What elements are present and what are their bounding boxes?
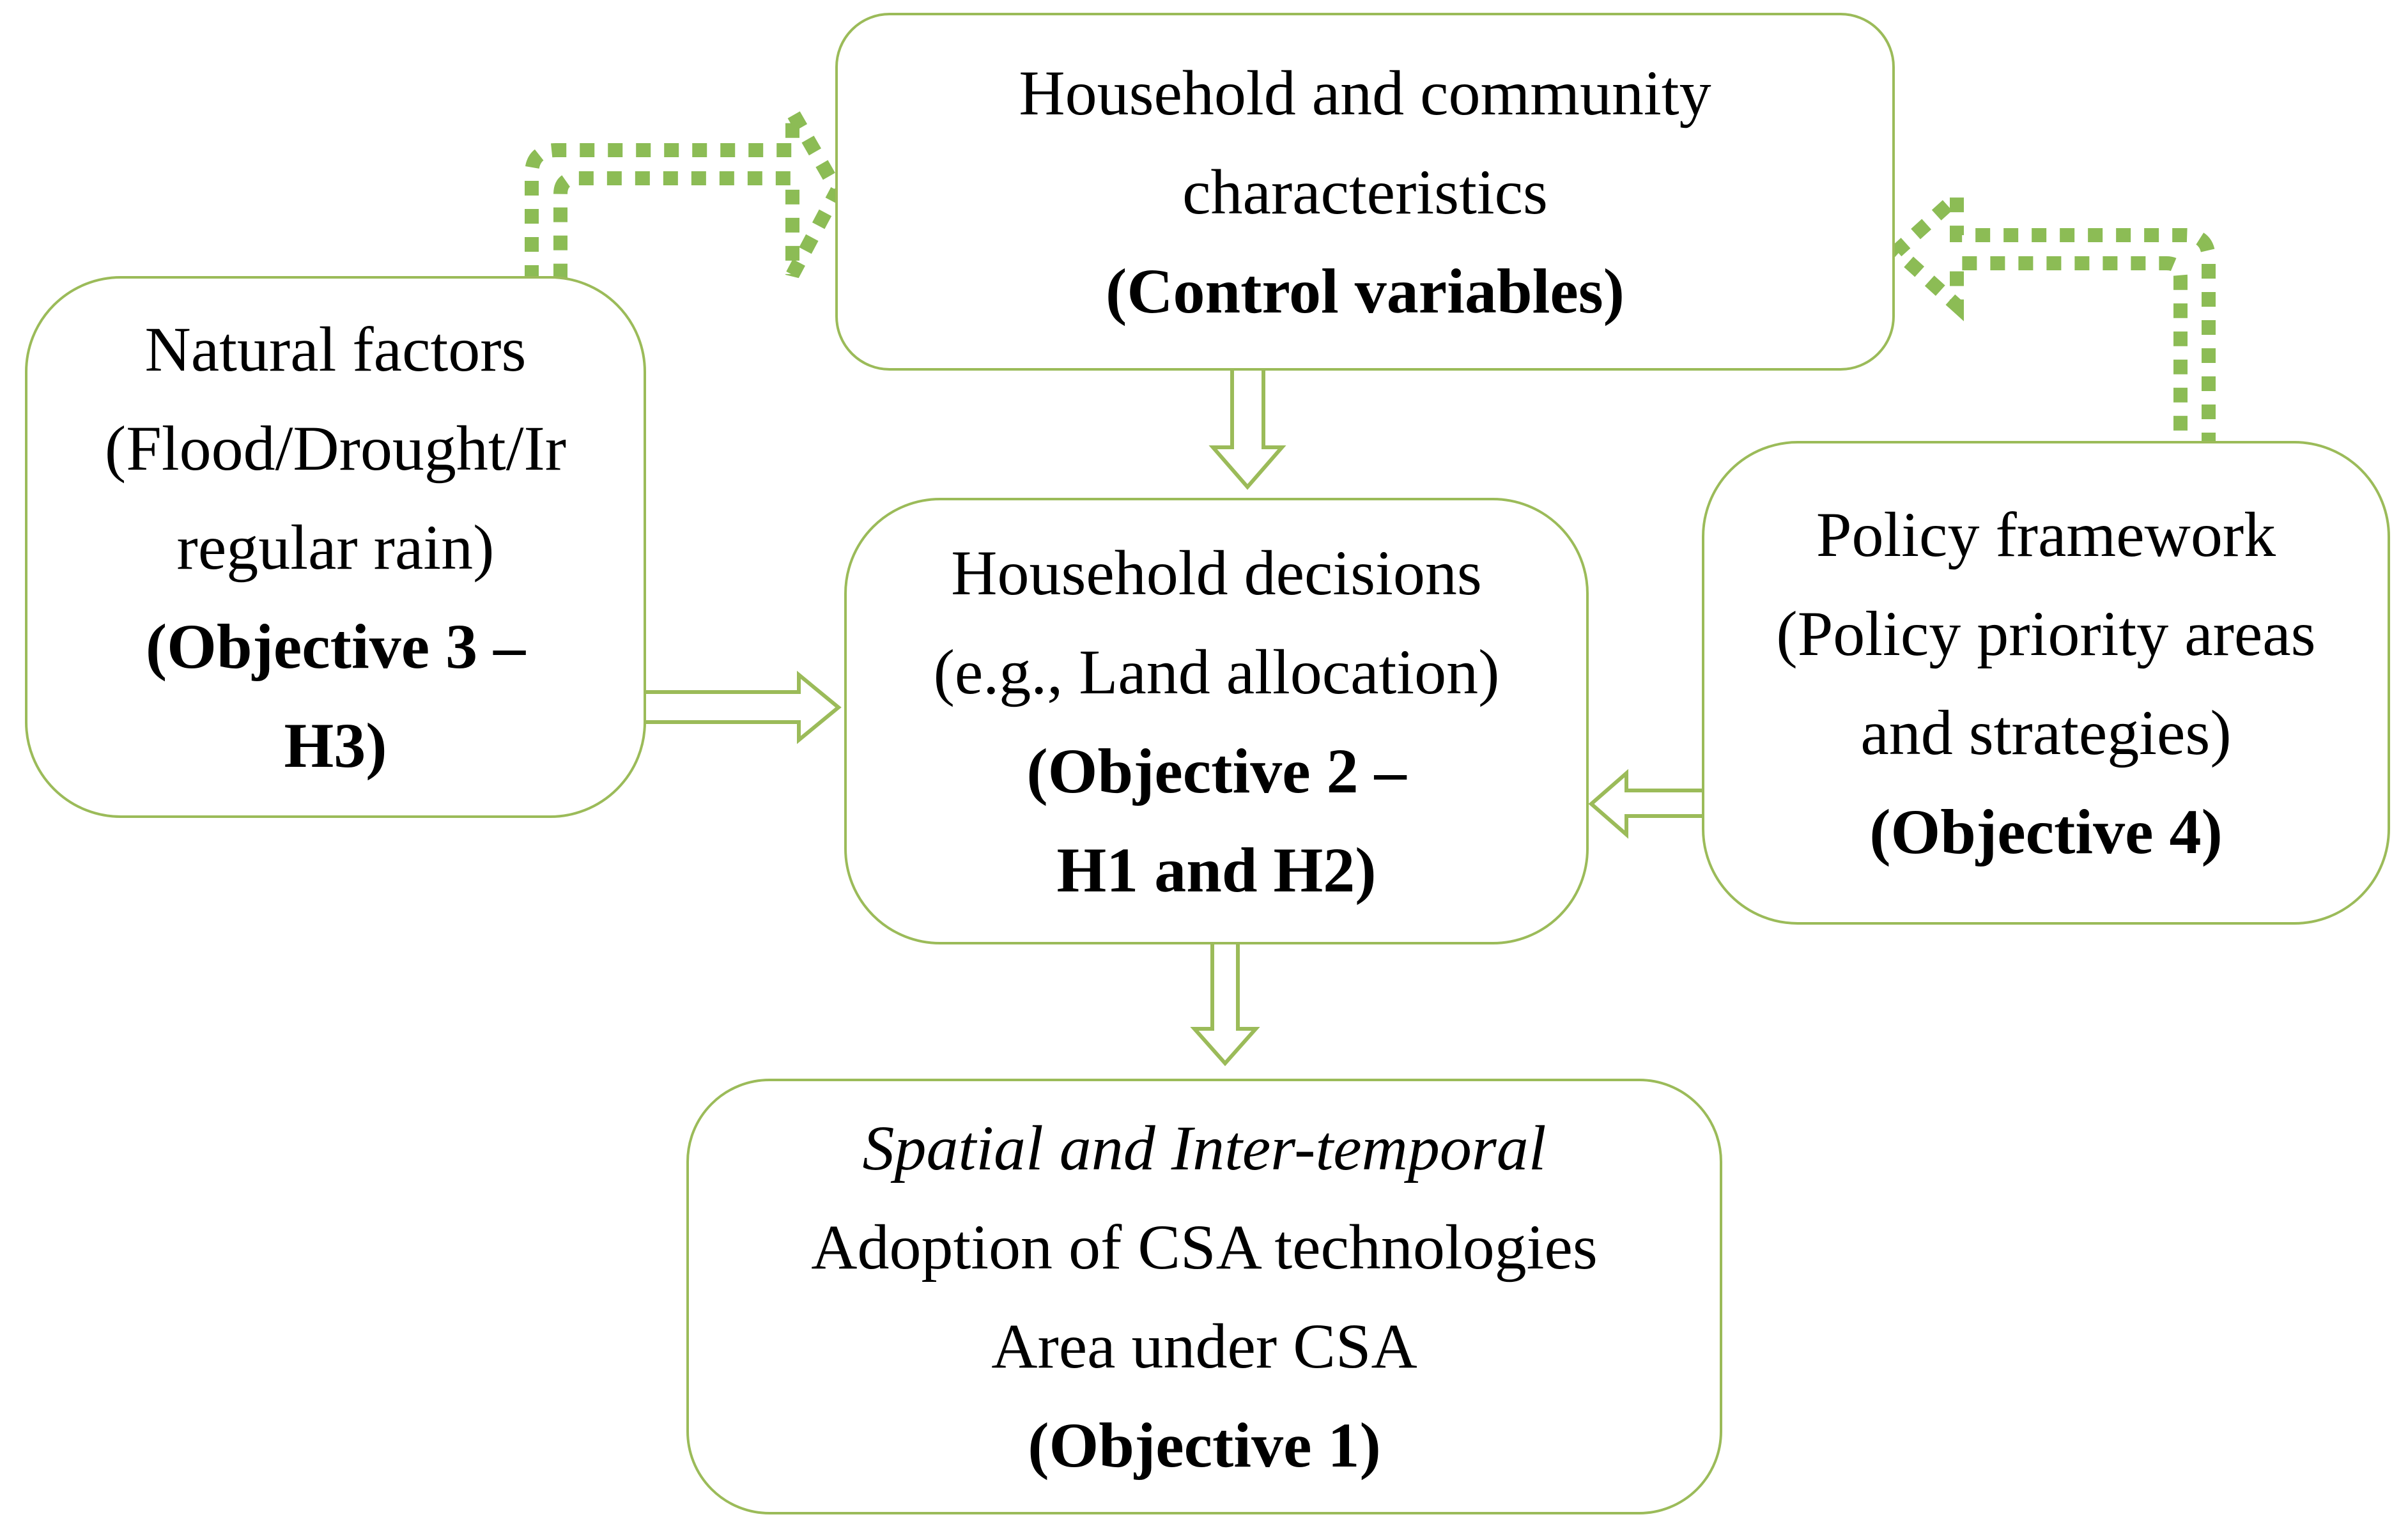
box-line: (Flood/Drought/Ir xyxy=(104,412,567,484)
arrow-decisions-to-adoption xyxy=(1190,939,1260,1067)
box-line: (Control variables) xyxy=(1106,255,1625,327)
box-csa-adoption: Spatial and Inter-temporal Adoption of C… xyxy=(686,1079,1722,1514)
box-line: Area under CSA xyxy=(991,1311,1417,1382)
box-line: (Objective 2 – xyxy=(1026,735,1407,806)
box-line: (Objective 1) xyxy=(1028,1410,1381,1481)
box-line: (Objective 4) xyxy=(1869,796,2223,867)
arrow-natural-to-decisions xyxy=(642,670,842,744)
box-policy-framework: Policy framework (Policy priority areas … xyxy=(1702,441,2390,925)
box-line: characteristics xyxy=(1182,156,1548,227)
box-line: (e.g., Land allocation) xyxy=(933,636,1500,707)
box-line: Policy framework xyxy=(1816,498,2276,570)
box-line: and strategies) xyxy=(1860,697,2232,768)
box-natural-factors: Natural factors (Flood/Drought/Ir regula… xyxy=(25,276,646,818)
box-line: Household decisions xyxy=(951,537,1482,608)
box-line: Natural factors xyxy=(144,313,527,385)
box-household-community-characteristics: Household and community characteristics … xyxy=(835,13,1895,371)
box-line: (Objective 3 – xyxy=(145,610,526,682)
dashed-arrow-policy-to-control xyxy=(1886,181,2216,447)
box-line: Household and community xyxy=(1019,57,1711,128)
box-line: Spatial and Inter-temporal xyxy=(862,1113,1547,1183)
arrow-policy-to-decisions xyxy=(1588,769,1708,839)
box-line: regular rain) xyxy=(176,511,495,583)
box-line: Adoption of CSA technologies xyxy=(811,1212,1598,1283)
arrow-control-to-decisions xyxy=(1208,366,1286,490)
box-household-decisions: Household decisions (e.g., Land allocati… xyxy=(844,498,1589,944)
dashed-arrow-natural-to-control xyxy=(525,86,845,280)
box-line: H1 and H2) xyxy=(1056,834,1377,905)
box-line: H3) xyxy=(284,709,387,781)
box-line: (Policy priority areas xyxy=(1776,597,2316,669)
